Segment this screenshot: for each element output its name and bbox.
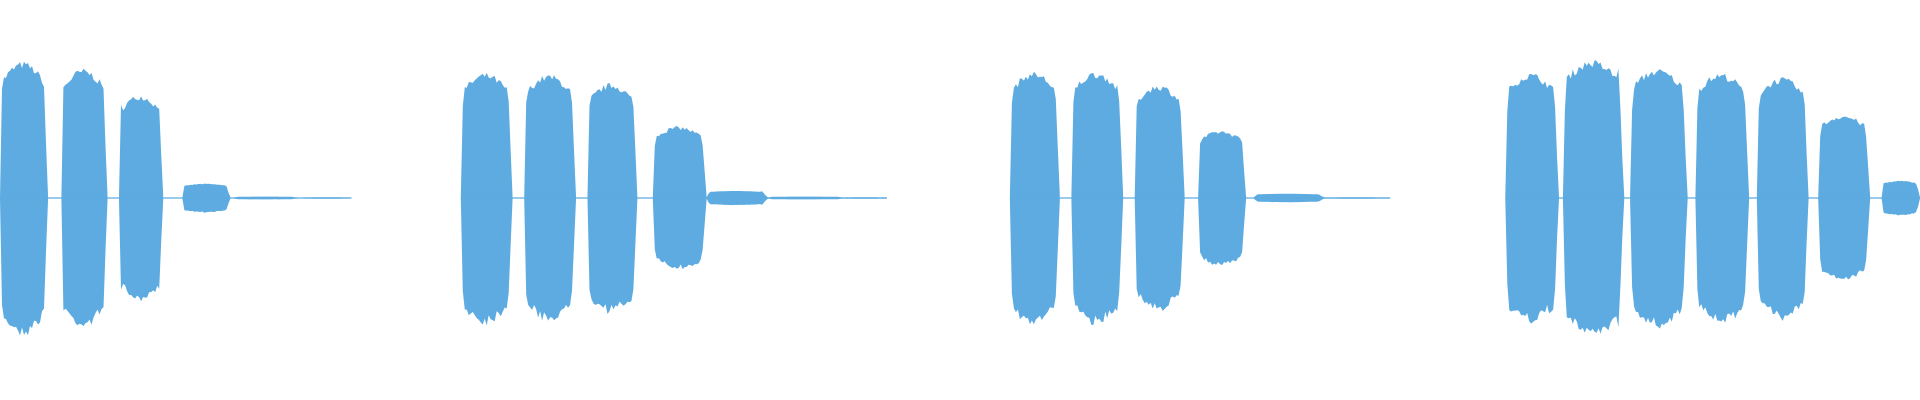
waveform-burst — [1505, 74, 1559, 324]
waveform-clip-3 — [1009, 71, 1391, 326]
waveform-burst — [1134, 86, 1185, 311]
waveform-burst — [1071, 73, 1124, 326]
waveform-clip-4 — [1505, 60, 1920, 334]
waveform-burst — [1630, 69, 1688, 329]
waveform-burst — [61, 68, 108, 326]
waveform-clip-1 — [0, 61, 352, 336]
waveform-burst — [1562, 60, 1625, 334]
waveform-burst — [460, 72, 513, 326]
waveform-burst — [1756, 77, 1809, 321]
waveform-burst — [119, 96, 164, 302]
waveform-clip-2 — [460, 72, 887, 326]
